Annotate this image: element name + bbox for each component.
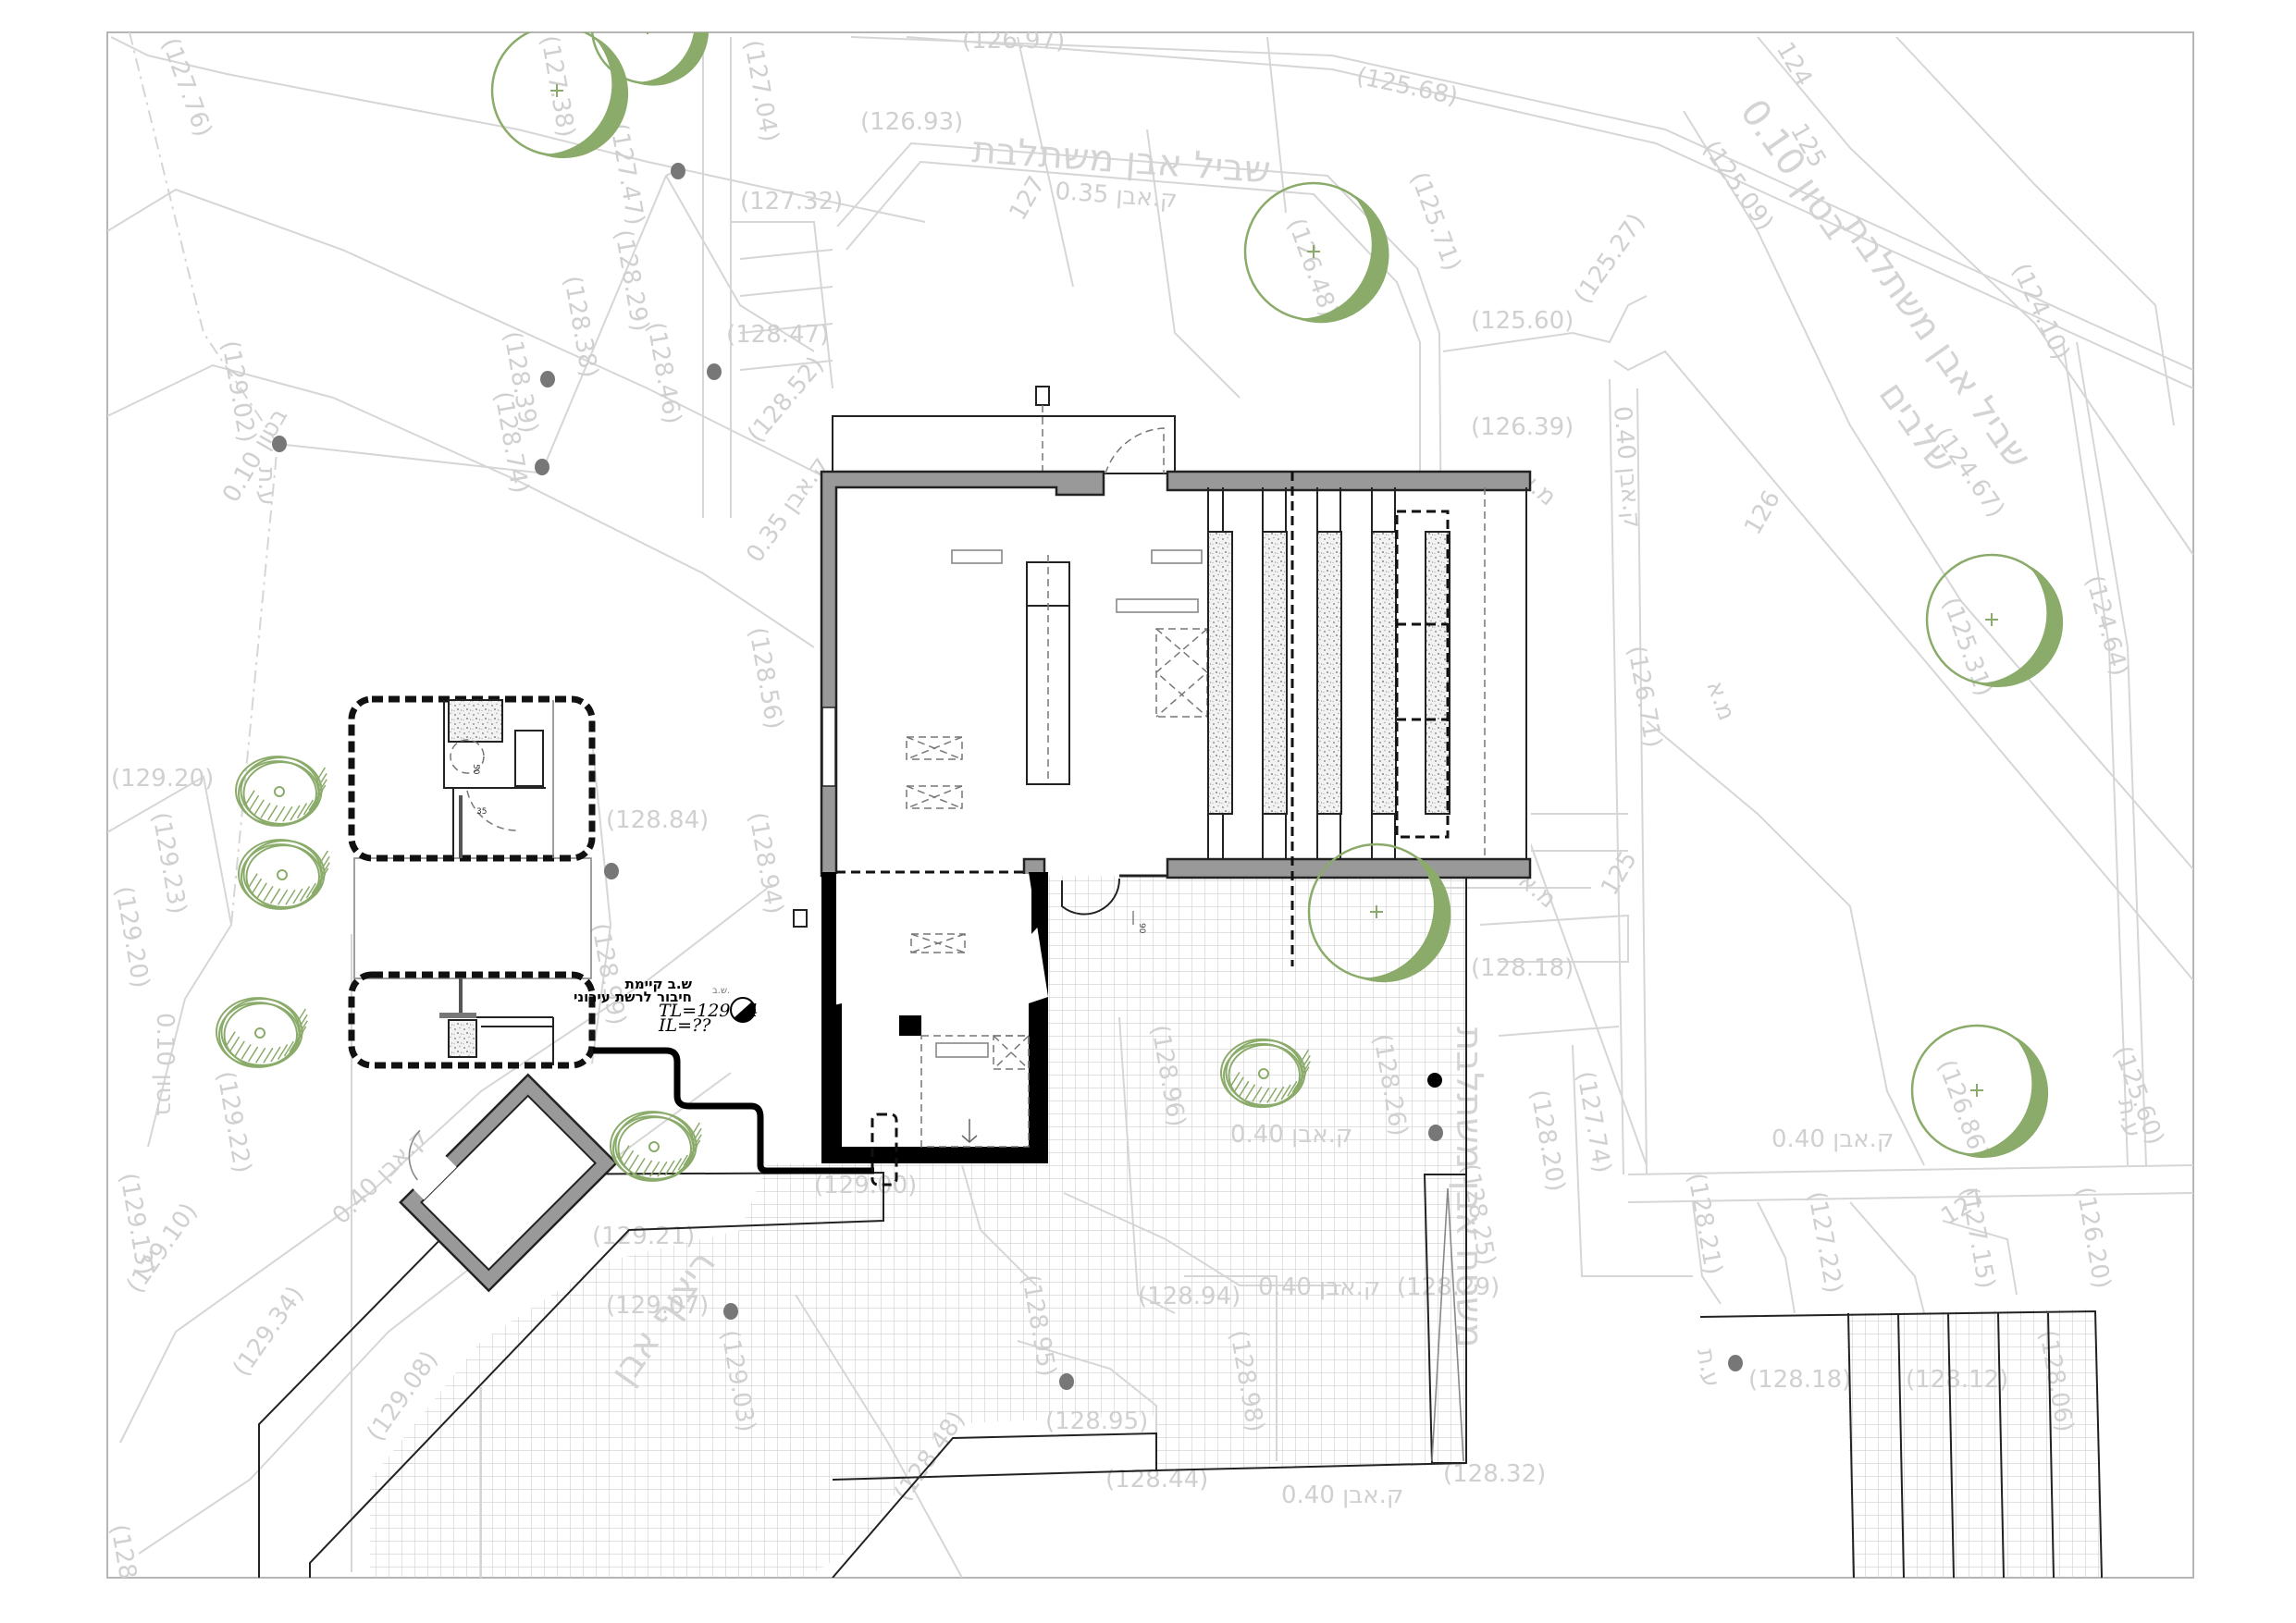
survey-points bbox=[272, 163, 1743, 1390]
lamp-post-icon bbox=[1427, 1073, 1442, 1088]
spot-level-label: (128.32) bbox=[1443, 1460, 1546, 1488]
existing-tree-icon bbox=[1243, 181, 1389, 324]
new-tree-icon bbox=[216, 997, 308, 1068]
dim-door-clear: 35 bbox=[476, 807, 487, 817]
spot-level-label: (126.97) bbox=[962, 27, 1065, 55]
new-tree-icon bbox=[238, 839, 330, 910]
spot-level-label: (129.07) bbox=[606, 1292, 709, 1320]
spot-level-label: (128.94) bbox=[1138, 1283, 1241, 1310]
manhole-subtitle: חיבור לרשת עירוני bbox=[574, 989, 692, 1005]
sewer-connection-line bbox=[593, 1047, 874, 1174]
site-retaining-walls bbox=[258, 876, 2103, 1578]
manhole-title: ש.ב קיימת bbox=[625, 976, 693, 992]
existing-tree-icon bbox=[1925, 553, 2064, 688]
main-building: 90 bbox=[793, 386, 1532, 1187]
svg-text:משטח אבן משתלבת: משטח אבן משתלבת bbox=[1448, 1027, 1490, 1348]
restroom-block: 35 50 bbox=[348, 695, 596, 1069]
svg-text:ע.ת: ע.ת bbox=[253, 467, 280, 506]
svg-text:0.40 ק.אבן: 0.40 ק.אבן bbox=[1230, 1121, 1352, 1149]
svg-text:ע.ת: ע.ת bbox=[2112, 1097, 2146, 1139]
new-tree-icon bbox=[235, 756, 327, 827]
spot-level-label: (129.21) bbox=[592, 1223, 695, 1250]
spot-level-label: (128.18) bbox=[1471, 954, 1574, 982]
survey-point-icon bbox=[535, 459, 549, 475]
lower-right-paving-grid bbox=[1845, 1309, 2100, 1578]
dim-turning: 50 bbox=[471, 764, 480, 775]
manhole-symbol-icon bbox=[730, 997, 756, 1023]
svg-text:0.10 בטון: 0.10 בטון bbox=[151, 1013, 179, 1116]
survey-point-icon bbox=[1728, 1355, 1743, 1371]
svg-text:0.40 ק.אבן: 0.40 ק.אבן bbox=[1771, 1125, 1894, 1153]
spot-level-label: (126.39) bbox=[1471, 413, 1574, 441]
survey-point-icon bbox=[540, 371, 555, 387]
existing-tree-icon bbox=[1307, 842, 1451, 983]
spot-level-label: (128.18) bbox=[1748, 1366, 1851, 1394]
svg-text:ע.ת: ע.ת bbox=[1691, 1346, 1725, 1389]
spot-level-label: (127.32) bbox=[740, 188, 843, 215]
manhole-abbrev: ש.ב. bbox=[712, 986, 730, 996]
spot-level-label: (128.84) bbox=[606, 806, 709, 834]
survey-point-icon bbox=[707, 363, 722, 380]
survey-point-icon bbox=[1428, 1125, 1443, 1141]
spot-level-label: (128.47) bbox=[726, 321, 829, 349]
survey-point-icon bbox=[1059, 1373, 1074, 1390]
survey-point-icon bbox=[604, 863, 619, 879]
manhole-annotation: ש.ב קיימת חיבור לרשת עירוני TL=129.04 IL… bbox=[574, 976, 759, 1036]
spot-level-label: (129.20) bbox=[111, 765, 214, 793]
survey-point-icon bbox=[723, 1303, 738, 1320]
spot-level-label: (126.93) bbox=[860, 108, 963, 136]
survey-point-icon bbox=[272, 436, 287, 452]
existing-tree-icon bbox=[1910, 1024, 2049, 1159]
plaza-paving-grid bbox=[370, 876, 1466, 1578]
topography-lines bbox=[107, 32, 2193, 1578]
spot-level-label: (125.60) bbox=[1471, 307, 1574, 335]
survey-point-icon bbox=[671, 163, 685, 179]
new-tree-icon bbox=[610, 1111, 702, 1182]
spot-level-label: (128.95) bbox=[1045, 1408, 1148, 1435]
spot-level-label: (128.29) bbox=[1397, 1273, 1500, 1301]
existing-tree-icon bbox=[590, 32, 710, 86]
storage-shed bbox=[399, 1073, 618, 1293]
existing-tree-icon bbox=[490, 32, 629, 159]
trees-layer bbox=[216, 32, 2064, 1182]
new-tree-icon bbox=[1220, 1038, 1311, 1109]
spot-level-label: (128.12) bbox=[1906, 1366, 2008, 1394]
svg-text:0.40 ק.אבן: 0.40 ק.אבן bbox=[1281, 1482, 1403, 1509]
spot-level-label: (129.00) bbox=[814, 1172, 917, 1199]
seating-rows bbox=[1207, 487, 1450, 859]
manhole-invert-level: IL=?? bbox=[658, 1015, 711, 1036]
svg-text:0.40 ק.אבן: 0.40 ק.אבן bbox=[1258, 1273, 1380, 1301]
dim-entry-door: 90 bbox=[1137, 923, 1146, 934]
